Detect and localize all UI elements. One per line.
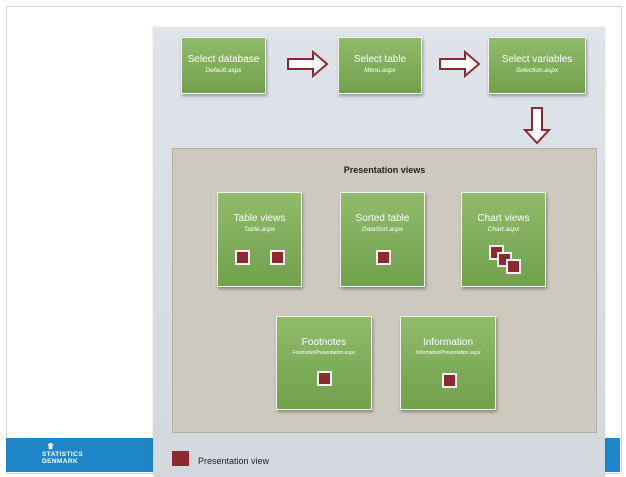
presentation-views-region [172,148,597,433]
crown-icon: ♛ [47,442,55,451]
presentation-view-marker [376,250,391,265]
step-title: Select database [187,54,260,65]
step-file: Default.aspx [205,67,242,74]
presentation-view-marker [506,259,521,274]
select-table-box: Select table Menu.aspx [338,37,422,94]
view-title: Table views [233,213,286,224]
sorted-table-box: Sorted table DataSort.aspx [340,192,425,287]
statistics-denmark-logo: ♛ STATISTICS DENMARK [42,443,102,469]
view-title: Information [422,337,474,348]
select-database-box: Select database Default.aspx [181,37,266,94]
down-arrow-icon [522,107,552,145]
view-file: Table.aspx [243,226,276,233]
legend-label: Presentation view [198,456,270,466]
view-file: DataSort.aspx [361,226,404,233]
table-views-box: Table views Table.aspx [217,192,302,287]
logo-line-1: STATISTICS [42,451,83,458]
legend-marker [172,451,189,466]
view-title: Chart views [477,213,530,224]
presentation-view-marker [270,250,285,265]
logo-line-2: DENMARK [42,458,79,465]
view-file: Chart.aspx [487,226,520,233]
right-arrow-icon [439,49,481,79]
step-file: Selection.aspx [515,67,559,74]
view-file: FootnotesPresentation.aspx [292,350,356,356]
select-variables-box: Select variables Selection.aspx [488,37,586,94]
step-title: Select table [353,54,407,65]
view-file: InformationPresentation.aspx [415,350,481,356]
right-arrow-icon [287,49,329,79]
information-box: Information InformationPresentation.aspx [400,316,496,410]
footnotes-box: Footnotes FootnotesPresentation.aspx [276,316,372,410]
presentation-views-heading: Presentation views [343,165,426,175]
step-file: Menu.aspx [364,67,396,74]
presentation-view-marker [442,373,457,388]
view-title: Footnotes [301,337,347,348]
chart-views-box: Chart views Chart.aspx [461,192,546,287]
presentation-view-marker [235,250,250,265]
presentation-view-marker [317,371,332,386]
step-title: Select variables [501,54,573,65]
view-title: Sorted table [355,213,410,224]
